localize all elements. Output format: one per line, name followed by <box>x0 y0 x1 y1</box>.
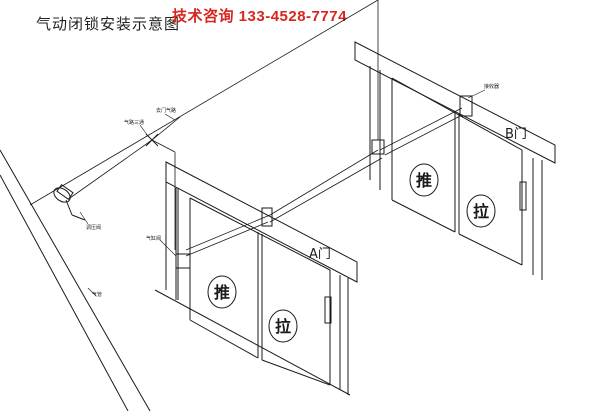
cylinder-a-label: 气缸阀 <box>146 235 161 242</box>
to-door-pipe-label: 去门气路 <box>156 107 176 114</box>
door-a-frame <box>154 161 358 396</box>
cylinder-b-label: 接收器 <box>484 83 499 90</box>
door-a-pull-circle <box>268 309 298 343</box>
pressure-valve-icon <box>53 184 86 221</box>
door-a-push-circle <box>207 275 237 309</box>
pull-a-label: 拉 <box>275 317 291 336</box>
lock-b-icon <box>371 95 527 211</box>
lock-a-icon <box>175 207 332 324</box>
ceiling-lines <box>29 0 379 206</box>
pull-b-label: 拉 <box>473 202 489 221</box>
door-b-label: B门 <box>505 127 527 142</box>
air-pipe-main <box>69 116 181 250</box>
interlock-pipes <box>185 107 463 257</box>
left-wall <box>0 149 151 411</box>
air-pipe-label: 气管 <box>92 291 102 298</box>
leader-lines <box>79 89 486 297</box>
push-a-label: 推 <box>214 283 230 302</box>
contact-phone: 技术咨询 133-4528-7774 <box>172 8 347 25</box>
door-b-push-circle <box>409 163 439 197</box>
page-title: 气动闭锁安装示意图 <box>36 15 181 33</box>
pressure-valve-label: 调压阀 <box>86 224 101 231</box>
tee-label: 气路三通 <box>124 119 144 126</box>
push-b-label: 推 <box>416 171 432 190</box>
door-b-pull-circle <box>466 194 496 228</box>
door-b-frame <box>354 41 556 280</box>
door-a-label: A门 <box>309 247 331 262</box>
